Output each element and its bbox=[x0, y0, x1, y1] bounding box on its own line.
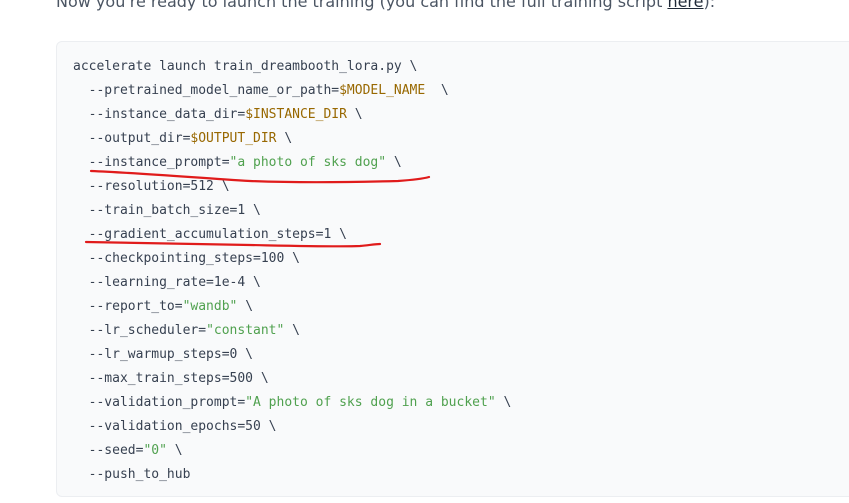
code-line: accelerate launch train_dreambooth_lora.… bbox=[73, 55, 511, 79]
code-line: --resolution=512 \ bbox=[73, 175, 511, 199]
code-text: --resolution=512 \ bbox=[73, 179, 230, 194]
code-text: --output_dir= bbox=[73, 131, 191, 146]
code-text: --instance_prompt= bbox=[73, 155, 230, 170]
code-line: --instance_data_dir=$INSTANCE_DIR \ bbox=[73, 103, 511, 127]
code-text: --gradient_accumulation_steps=1 \ bbox=[73, 227, 347, 242]
code-text: --pretrained_model_name_or_path= bbox=[73, 83, 340, 98]
intro-after: ): bbox=[703, 0, 716, 11]
code-line: --pretrained_model_name_or_path=$MODEL_N… bbox=[73, 79, 511, 103]
code-text: --validation_epochs=50 \ bbox=[73, 419, 277, 434]
code-block bbox=[56, 41, 849, 497]
intro-text: Now you're ready to launch the training … bbox=[56, 0, 715, 14]
code-text: \ bbox=[284, 323, 300, 338]
code-text: --lr_scheduler= bbox=[73, 323, 207, 338]
code-line: --output_dir=$OUTPUT_DIR \ bbox=[73, 127, 511, 151]
code-text: --max_train_steps=500 \ bbox=[73, 371, 269, 386]
code-content: accelerate launch train_dreambooth_lora.… bbox=[73, 55, 511, 487]
code-line: --report_to="wandb" \ bbox=[73, 295, 511, 319]
code-text: --instance_data_dir= bbox=[73, 107, 246, 122]
code-line: --gradient_accumulation_steps=1 \ bbox=[73, 223, 511, 247]
code-line: --instance_prompt="a photo of sks dog" \ bbox=[73, 151, 511, 175]
code-text: \ bbox=[276, 131, 293, 146]
code-line: --validation_prompt="A photo of sks dog … bbox=[73, 391, 512, 415]
code-text: \ bbox=[425, 83, 449, 98]
code-variable: $OUTPUT_DIR bbox=[190, 131, 277, 146]
code-line: --seed="0" \ bbox=[73, 439, 511, 463]
code-text: --train_batch_size=1 \ bbox=[73, 203, 261, 218]
code-string: "wandb" bbox=[182, 299, 238, 314]
code-text: \ bbox=[166, 443, 183, 458]
code-line: --learning_rate=1e-4 \ bbox=[73, 271, 511, 295]
code-text: --push_to_hub bbox=[73, 467, 191, 482]
intro-before: Now you're ready to launch the training … bbox=[56, 0, 668, 11]
training-script-link[interactable]: here bbox=[667, 0, 704, 11]
code-line: --max_train_steps=500 \ bbox=[73, 367, 511, 391]
code-line: --checkpointing_steps=100 \ bbox=[73, 247, 511, 271]
code-text: accelerate launch train_dreambooth_lora.… bbox=[73, 59, 418, 74]
code-string: "0" bbox=[143, 443, 167, 458]
code-text: \ bbox=[386, 155, 402, 170]
code-text: \ bbox=[346, 107, 363, 122]
code-text: \ bbox=[495, 395, 512, 410]
code-text: --checkpointing_steps=100 \ bbox=[73, 251, 300, 266]
code-line: --lr_warmup_steps=0 \ bbox=[73, 343, 511, 367]
code-line: --lr_scheduler="constant" \ bbox=[73, 319, 511, 343]
code-variable: $INSTANCE_DIR bbox=[245, 107, 347, 122]
code-line: --train_batch_size=1 \ bbox=[73, 199, 511, 223]
code-text: --report_to= bbox=[73, 299, 183, 314]
code-text: --learning_rate=1e-4 \ bbox=[73, 275, 261, 290]
code-string: "constant" bbox=[206, 323, 285, 338]
code-text: \ bbox=[237, 299, 254, 314]
code-line: --push_to_hub bbox=[73, 463, 511, 487]
code-line: --validation_epochs=50 \ bbox=[73, 415, 511, 439]
code-string: "a photo of sks dog" bbox=[229, 155, 387, 170]
code-text: --seed= bbox=[73, 443, 144, 458]
code-text: --lr_warmup_steps=0 \ bbox=[73, 347, 254, 362]
code-text: --validation_prompt= bbox=[73, 395, 246, 410]
code-string: "A photo of sks dog in a bucket" bbox=[245, 395, 496, 410]
code-variable: $MODEL_NAME bbox=[339, 83, 426, 98]
